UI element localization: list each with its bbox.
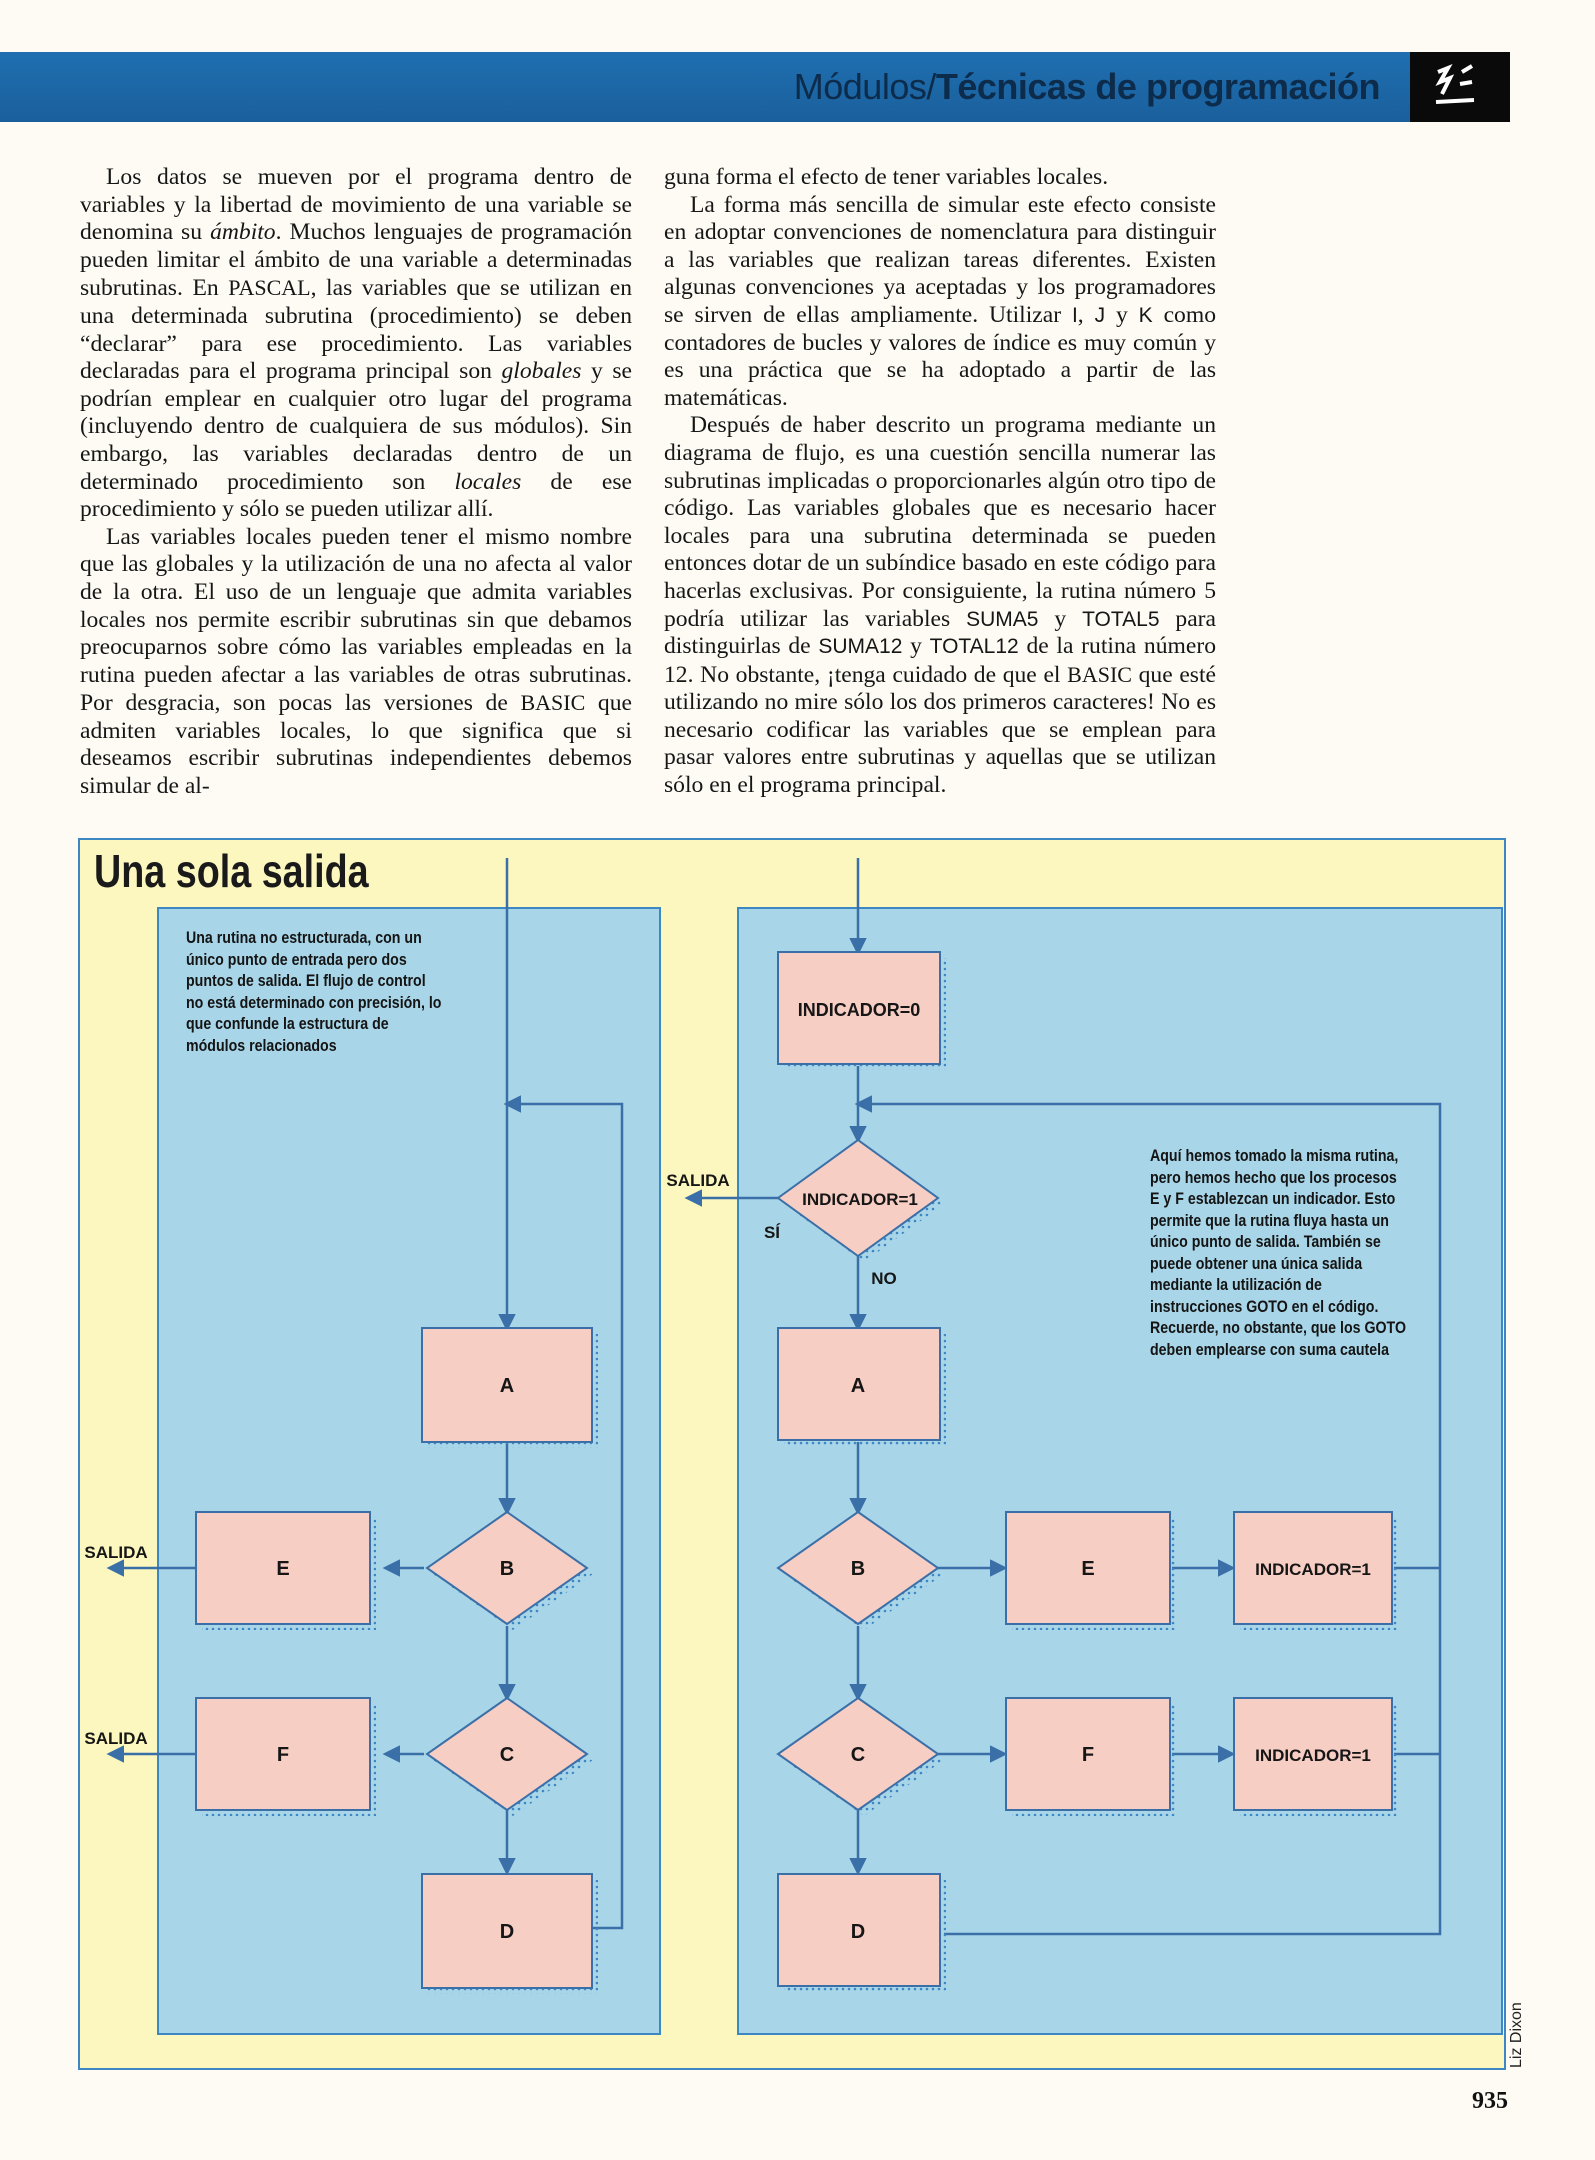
flag-init-box [777, 951, 941, 1065]
flag-set-f-box [1233, 1697, 1393, 1811]
paragraph: La forma más sencilla de simular este ef… [664, 191, 1216, 411]
yes-label: SÍ [764, 1223, 781, 1242]
process-f-box [1005, 1697, 1171, 1811]
process-d-box [421, 1873, 593, 1989]
paragraph: Los datos se mueven por el programa dent… [80, 164, 632, 523]
exit-label: SALIDA [666, 1171, 729, 1190]
process-d-box [777, 1873, 941, 1987]
header-banner: Módulos/Técnicas de programación [0, 52, 1410, 122]
process-a-box [777, 1327, 941, 1441]
flag-test-diamond [776, 1138, 940, 1258]
header-title: Módulos/Técnicas de programación [793, 66, 1381, 108]
paragraph: Las variables locales pueden tener el mi… [80, 523, 632, 800]
figure-title: Una sola salida [94, 845, 369, 897]
right-panel [737, 907, 1503, 2035]
label-f: F [1082, 1744, 1094, 1766]
right-caption: Aquí hemos tomado la misma rutina, pero … [1150, 1147, 1406, 1359]
label-a: A [500, 1375, 514, 1397]
process-e-box [195, 1511, 371, 1625]
label-flag-test: INDICADOR=1 [802, 1190, 918, 1209]
left-panel [157, 907, 661, 2035]
logo-icon [1435, 64, 1475, 104]
series-logo [1410, 52, 1510, 122]
header-subtitle: Técnicas de programación [935, 66, 1381, 107]
decision-b-diamond [776, 1510, 940, 1626]
paragraph: Después de haber descrito un programa me… [664, 412, 1217, 799]
process-e-box [1005, 1511, 1171, 1625]
text-column-left: Los datos se mueven por el programa dent… [80, 164, 632, 801]
label-c: C [500, 1744, 514, 1766]
label-f: F [277, 1744, 289, 1766]
label-e: E [276, 1558, 289, 1580]
label-flag-set: INDICADOR=1 [1255, 1746, 1371, 1765]
exit-label: SALIDA [84, 1729, 147, 1748]
page-number: 935 [1472, 2088, 1508, 2114]
decision-c-diamond [425, 1696, 589, 1812]
text-column-right: guna forma el efecto de tener variables … [664, 164, 1216, 800]
flag-set-e-box [1233, 1511, 1393, 1625]
illustrator-credit: Liz Dixon [1508, 2002, 1525, 2068]
loop-line [854, 1095, 1442, 1936]
label-flag-set: INDICADOR=1 [1255, 1560, 1371, 1579]
loop-line [503, 1095, 624, 1930]
process-a-box [421, 1327, 593, 1443]
header-section: Módulos/ [793, 66, 937, 107]
no-label: NO [871, 1269, 897, 1288]
paragraph: guna forma el efecto de tener variables … [664, 164, 1109, 190]
exit-label: SALIDA [84, 1543, 147, 1562]
left-caption: Una rutina no estructurada, con un único… [186, 929, 442, 1055]
label-flag-init: INDICADOR=0 [798, 1000, 921, 1020]
label-e: E [1081, 1558, 1094, 1580]
process-f-box [195, 1697, 371, 1811]
label-d: D [500, 1921, 514, 1943]
label-b: B [500, 1558, 514, 1580]
label-d: D [851, 1921, 865, 1943]
label-a: A [851, 1375, 865, 1397]
decision-c-diamond [776, 1696, 940, 1812]
decision-b-diamond [425, 1510, 589, 1626]
label-b: B [851, 1558, 865, 1580]
label-c: C [851, 1744, 865, 1766]
